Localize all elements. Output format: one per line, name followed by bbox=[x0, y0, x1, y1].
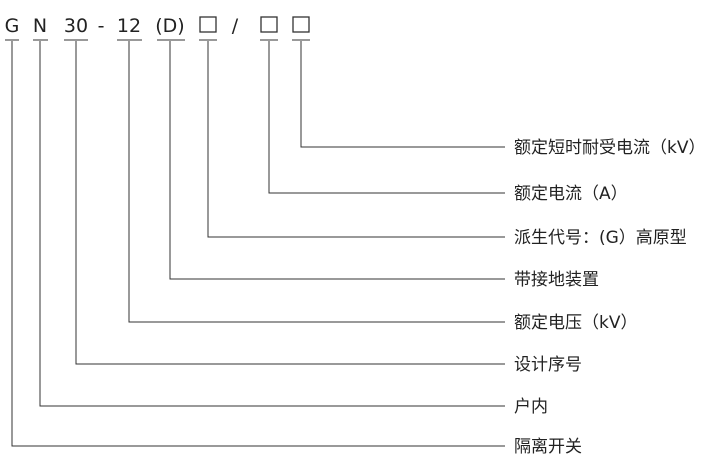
leader-line bbox=[39, 41, 505, 407]
legend-label: 带接地装置 bbox=[514, 270, 599, 290]
leader-line bbox=[207, 41, 505, 238]
code-token: 30 bbox=[64, 15, 88, 37]
code-token: N bbox=[33, 15, 47, 37]
legend-label: 派生代号：(G）高原型 bbox=[514, 228, 687, 248]
code-placeholder-box bbox=[292, 16, 310, 33]
code-token: - bbox=[98, 15, 105, 37]
code-token: G bbox=[5, 15, 20, 37]
leader-lines bbox=[11, 41, 505, 447]
leader-line bbox=[128, 41, 505, 323]
code-token: / bbox=[232, 15, 239, 37]
leader-line bbox=[75, 41, 505, 365]
code-placeholder-box bbox=[260, 16, 278, 33]
code-placeholder-box bbox=[199, 16, 217, 33]
legend-label: 设计序号 bbox=[514, 355, 582, 375]
leader-line bbox=[268, 41, 505, 194]
code-token: (D) bbox=[155, 15, 184, 37]
leader-line bbox=[169, 41, 505, 280]
legend-label: 户内 bbox=[514, 397, 548, 417]
code-token: 12 bbox=[117, 15, 141, 37]
legend-label: 隔离开关 bbox=[514, 437, 582, 457]
leader-line bbox=[300, 41, 505, 148]
legend-label: 额定短时耐受电流（kV） bbox=[514, 138, 705, 158]
legend-label: 额定电压（kV） bbox=[514, 313, 637, 333]
legend-descriptions: 额定短时耐受电流（kV） 额定电流（A） 派生代号：(G）高原型带接地装置额定电压（… bbox=[514, 138, 705, 457]
legend-label: 额定电流（A） bbox=[514, 184, 628, 204]
leader-line bbox=[11, 41, 505, 447]
